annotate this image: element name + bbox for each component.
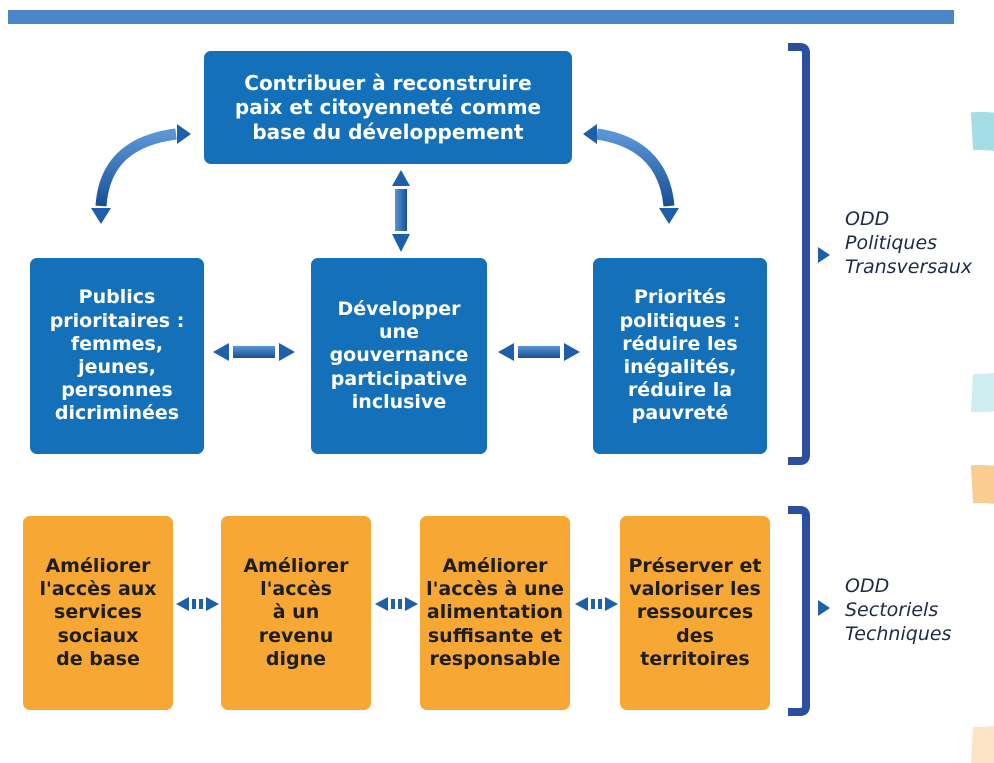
blue-box-label: Publics prioritaires : femmes, jeunes, p… bbox=[49, 286, 185, 425]
top-bar bbox=[8, 10, 954, 24]
side-label-upper: ODD Politiques Transversaux bbox=[845, 208, 973, 278]
top-box-label: Contribuer à reconstruire paix et citoye… bbox=[234, 70, 542, 144]
curved-arrow-icon-right bbox=[583, 124, 679, 224]
top-box: Contribuer à reconstruire paix et citoye… bbox=[204, 51, 572, 164]
blue-box-priorites: Priorités politiques : réduire les inéga… bbox=[593, 258, 767, 454]
double-arrow-icon-blue-left bbox=[213, 343, 295, 361]
double-arrow-icon-orange-3 bbox=[575, 597, 618, 611]
blue-box-gouvernance: Développer une gouvernance participative… bbox=[311, 258, 487, 454]
double-arrow-icon-orange-2 bbox=[375, 597, 418, 611]
blue-box-label: Priorités politiques : réduire les inéga… bbox=[619, 286, 741, 425]
double-arrow-icon-vertical bbox=[392, 170, 410, 252]
orange-box-ressources: Préserver et valoriser les ressources de… bbox=[620, 516, 770, 710]
fan-icon-lower bbox=[970, 465, 994, 763]
orange-box-label: Améliorer l'accès aux services sociaux d… bbox=[39, 555, 157, 670]
triangle-pointer-icon-upper bbox=[818, 247, 830, 263]
bracket-icon-lower bbox=[788, 506, 810, 716]
triangle-pointer-icon-lower bbox=[818, 600, 830, 616]
blue-box-label: Développer une gouvernance participative… bbox=[329, 298, 469, 413]
curved-arrow-icon-left bbox=[91, 124, 191, 224]
orange-box-label: Améliorer l'accès à une alimentation suf… bbox=[426, 555, 564, 670]
orange-box-revenu: Améliorer l'accès à un revenu digne bbox=[221, 516, 371, 710]
double-arrow-icon-blue-right bbox=[498, 343, 580, 361]
orange-box-label: Préserver et valoriser les ressources de… bbox=[628, 555, 762, 670]
fan-icon-upper bbox=[970, 112, 994, 412]
fan-segment bbox=[970, 112, 994, 151]
fan-segment bbox=[970, 373, 994, 412]
double-arrow-icon-orange-1 bbox=[176, 597, 219, 611]
orange-box-alimentation: Améliorer l'accès à une alimentation suf… bbox=[420, 516, 570, 710]
side-label-lower: ODD Sectoriels Techniques bbox=[845, 575, 952, 645]
blue-box-publics: Publics prioritaires : femmes, jeunes, p… bbox=[30, 258, 204, 454]
fan-segment bbox=[970, 726, 994, 763]
fan-segment bbox=[970, 465, 994, 504]
bracket-icon-upper bbox=[788, 43, 810, 465]
orange-box-label: Améliorer l'accès à un revenu digne bbox=[243, 555, 349, 670]
orange-box-services: Améliorer l'accès aux services sociaux d… bbox=[23, 516, 173, 710]
